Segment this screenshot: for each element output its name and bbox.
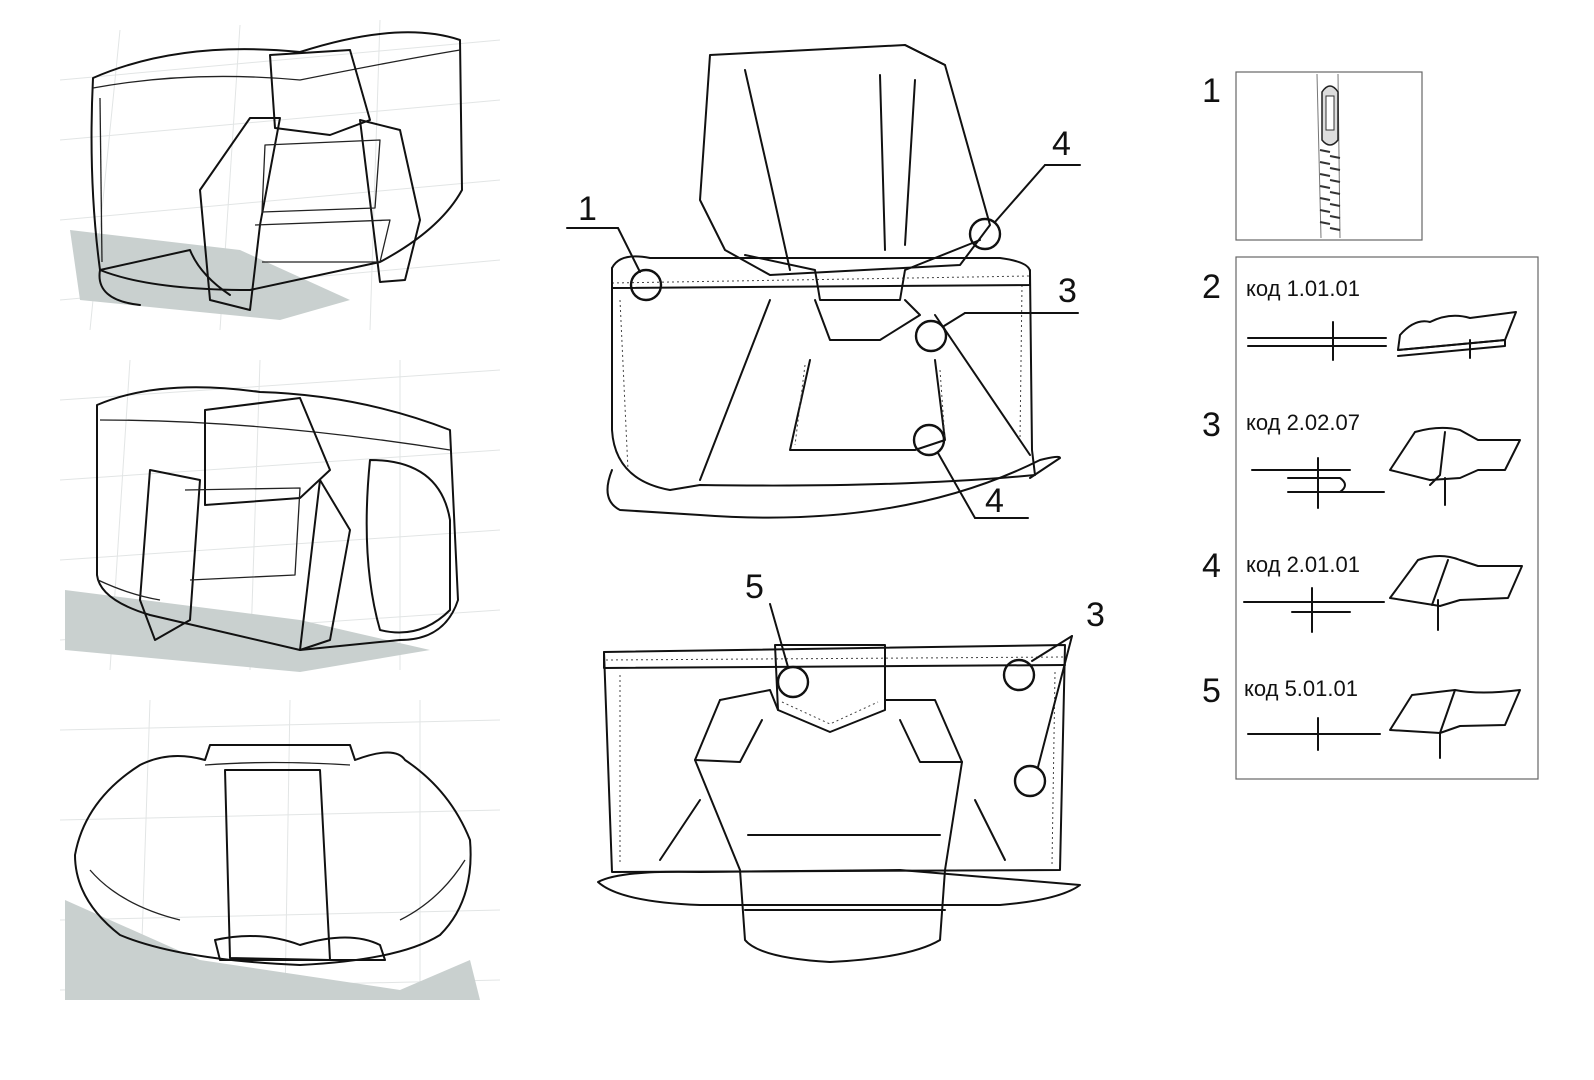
legend-number-1: 1 xyxy=(1202,72,1221,110)
seam-fabric-icon xyxy=(1389,426,1521,506)
legend-seam-5: 5 код 5.01.01 xyxy=(1202,672,1521,759)
callout-3-label: 3 xyxy=(1058,272,1077,310)
render-view-3 xyxy=(59,699,501,1001)
flat-sketch-front: 1 4 3 4 xyxy=(566,44,1081,520)
legend-number-5: 5 xyxy=(1202,672,1221,710)
legend-seam-3: 3 код 2.02.07 xyxy=(1202,406,1521,509)
legend-code-2: код 1.01.01 xyxy=(1246,276,1360,301)
zipper-icon xyxy=(1316,73,1341,239)
render-view-2 xyxy=(59,359,501,672)
legend-code-5: код 5.01.01 xyxy=(1244,676,1358,701)
seam-symbol-icon xyxy=(1251,457,1385,509)
flat-sketch-back: 5 3 xyxy=(597,568,1105,963)
callout-1-label: 1 xyxy=(578,190,597,228)
render-view-1 xyxy=(59,19,501,331)
callout-4-bottom-label: 4 xyxy=(985,482,1004,520)
callout-5-label: 5 xyxy=(745,568,764,606)
legend-seam-4: 4 код 2.01.01 xyxy=(1202,547,1523,633)
seam-fabric-icon xyxy=(1397,311,1517,359)
seam-symbol-icon xyxy=(1243,587,1385,633)
legend-seam-2: 2 код 1.01.01 xyxy=(1202,268,1517,361)
seam-fabric-icon xyxy=(1389,689,1521,759)
legend-zipper-item: 1 xyxy=(1202,71,1423,241)
legend-code-3: код 2.02.07 xyxy=(1246,410,1360,435)
legend-code-4: код 2.01.01 xyxy=(1246,552,1360,577)
legend-number-2: 2 xyxy=(1202,268,1221,306)
callout-4-top-label: 4 xyxy=(1052,125,1071,163)
seam-symbol-icon xyxy=(1247,717,1381,751)
callout-3-back-label: 3 xyxy=(1086,596,1105,634)
legend-number-4: 4 xyxy=(1202,547,1221,585)
seam-fabric-icon xyxy=(1389,555,1523,631)
legend-number-3: 3 xyxy=(1202,406,1221,444)
seam-symbol-icon xyxy=(1247,321,1387,361)
